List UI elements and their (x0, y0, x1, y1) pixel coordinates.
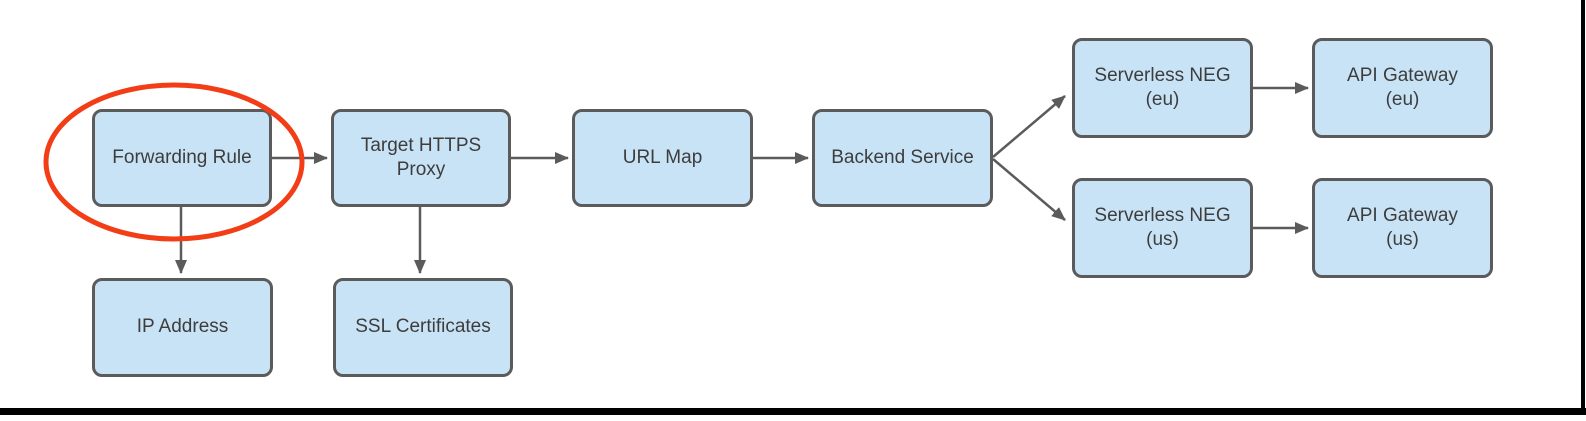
node-sublabel: (us) (1386, 229, 1419, 250)
frame-border-bottom (0, 408, 1586, 415)
node-label: Target HTTPS Proxy (360, 134, 482, 180)
node-api-gateway-eu[interactable]: API Gateway (eu) (1312, 38, 1493, 138)
node-target-https-proxy[interactable]: Target HTTPS Proxy (331, 109, 511, 207)
node-sublabel: (eu) (1145, 89, 1180, 110)
node-label: SSL Certificates (355, 316, 491, 338)
node-label: Serverless NEG (1094, 64, 1231, 86)
node-label: Forwarding Rule (112, 146, 252, 168)
edge-backend-service-to-serverless-neg-eu (992, 95, 1066, 158)
node-serverless-neg-us[interactable]: Serverless NEG (us) (1072, 178, 1253, 278)
edge-backend-service-to-serverless-neg-us (992, 158, 1066, 221)
node-backend-service[interactable]: Backend Service (812, 109, 993, 207)
node-label: API Gateway (1347, 204, 1458, 226)
node-forwarding-rule[interactable]: Forwarding Rule (92, 109, 272, 207)
node-label: IP Address (136, 316, 229, 338)
node-sublabel: (eu) (1385, 89, 1420, 110)
node-url-map[interactable]: URL Map (572, 109, 753, 207)
node-ip-address[interactable]: IP Address (92, 278, 273, 377)
frame-border-right (1581, 0, 1585, 413)
node-api-gateway-us[interactable]: API Gateway (us) (1312, 178, 1493, 278)
node-label: Backend Service (831, 146, 974, 168)
node-label: URL Map (622, 146, 703, 168)
node-sublabel: (us) (1146, 229, 1179, 250)
node-label: API Gateway (1347, 64, 1458, 86)
node-serverless-neg-eu[interactable]: Serverless NEG (eu) (1072, 38, 1253, 138)
node-ssl-certificates[interactable]: SSL Certificates (333, 278, 513, 377)
node-label: Serverless NEG (1094, 204, 1231, 226)
